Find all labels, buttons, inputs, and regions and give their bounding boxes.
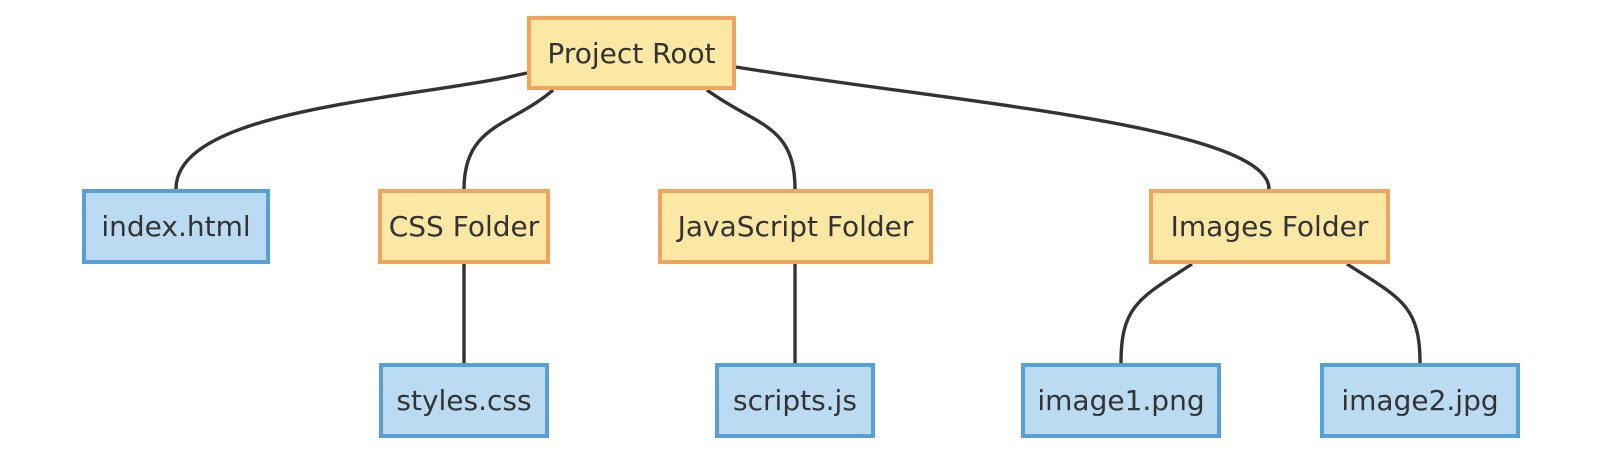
node-image1-png-label: image1.png [1037,384,1205,417]
node-images-folder-label: Images Folder [1170,210,1369,243]
node-project-root-label: Project Root [547,36,716,70]
edge-project-root-to-css-folder [462,88,555,190]
node-index-html: index.html [82,189,270,264]
node-styles-css-label: styles.css [396,384,532,417]
edge-project-root-to-index-html [174,71,528,190]
node-image2-jpg-label: image2.jpg [1341,384,1499,417]
node-styles-css: styles.css [379,363,549,438]
edge-project-root-to-images-folder [735,65,1271,190]
node-index-html-label: index.html [101,210,251,243]
edge-images-folder-to-image1-png [1119,262,1193,364]
node-javascript-folder: JavaScript Folder [658,189,933,264]
node-images-folder: Images Folder [1149,189,1390,264]
node-javascript-folder-label: JavaScript Folder [677,210,914,243]
node-scripts-js-label: scripts.js [733,384,857,417]
node-project-root: Project Root [527,16,736,90]
node-image2-jpg: image2.jpg [1320,363,1520,438]
node-image1-png: image1.png [1021,363,1221,438]
node-css-folder: CSS Folder [378,189,550,264]
node-scripts-js: scripts.js [715,363,875,438]
node-css-folder-label: CSS Folder [388,210,540,243]
edge-project-root-to-javascript-folder [705,88,797,190]
edge-images-folder-to-image2-jpg [1346,262,1422,364]
